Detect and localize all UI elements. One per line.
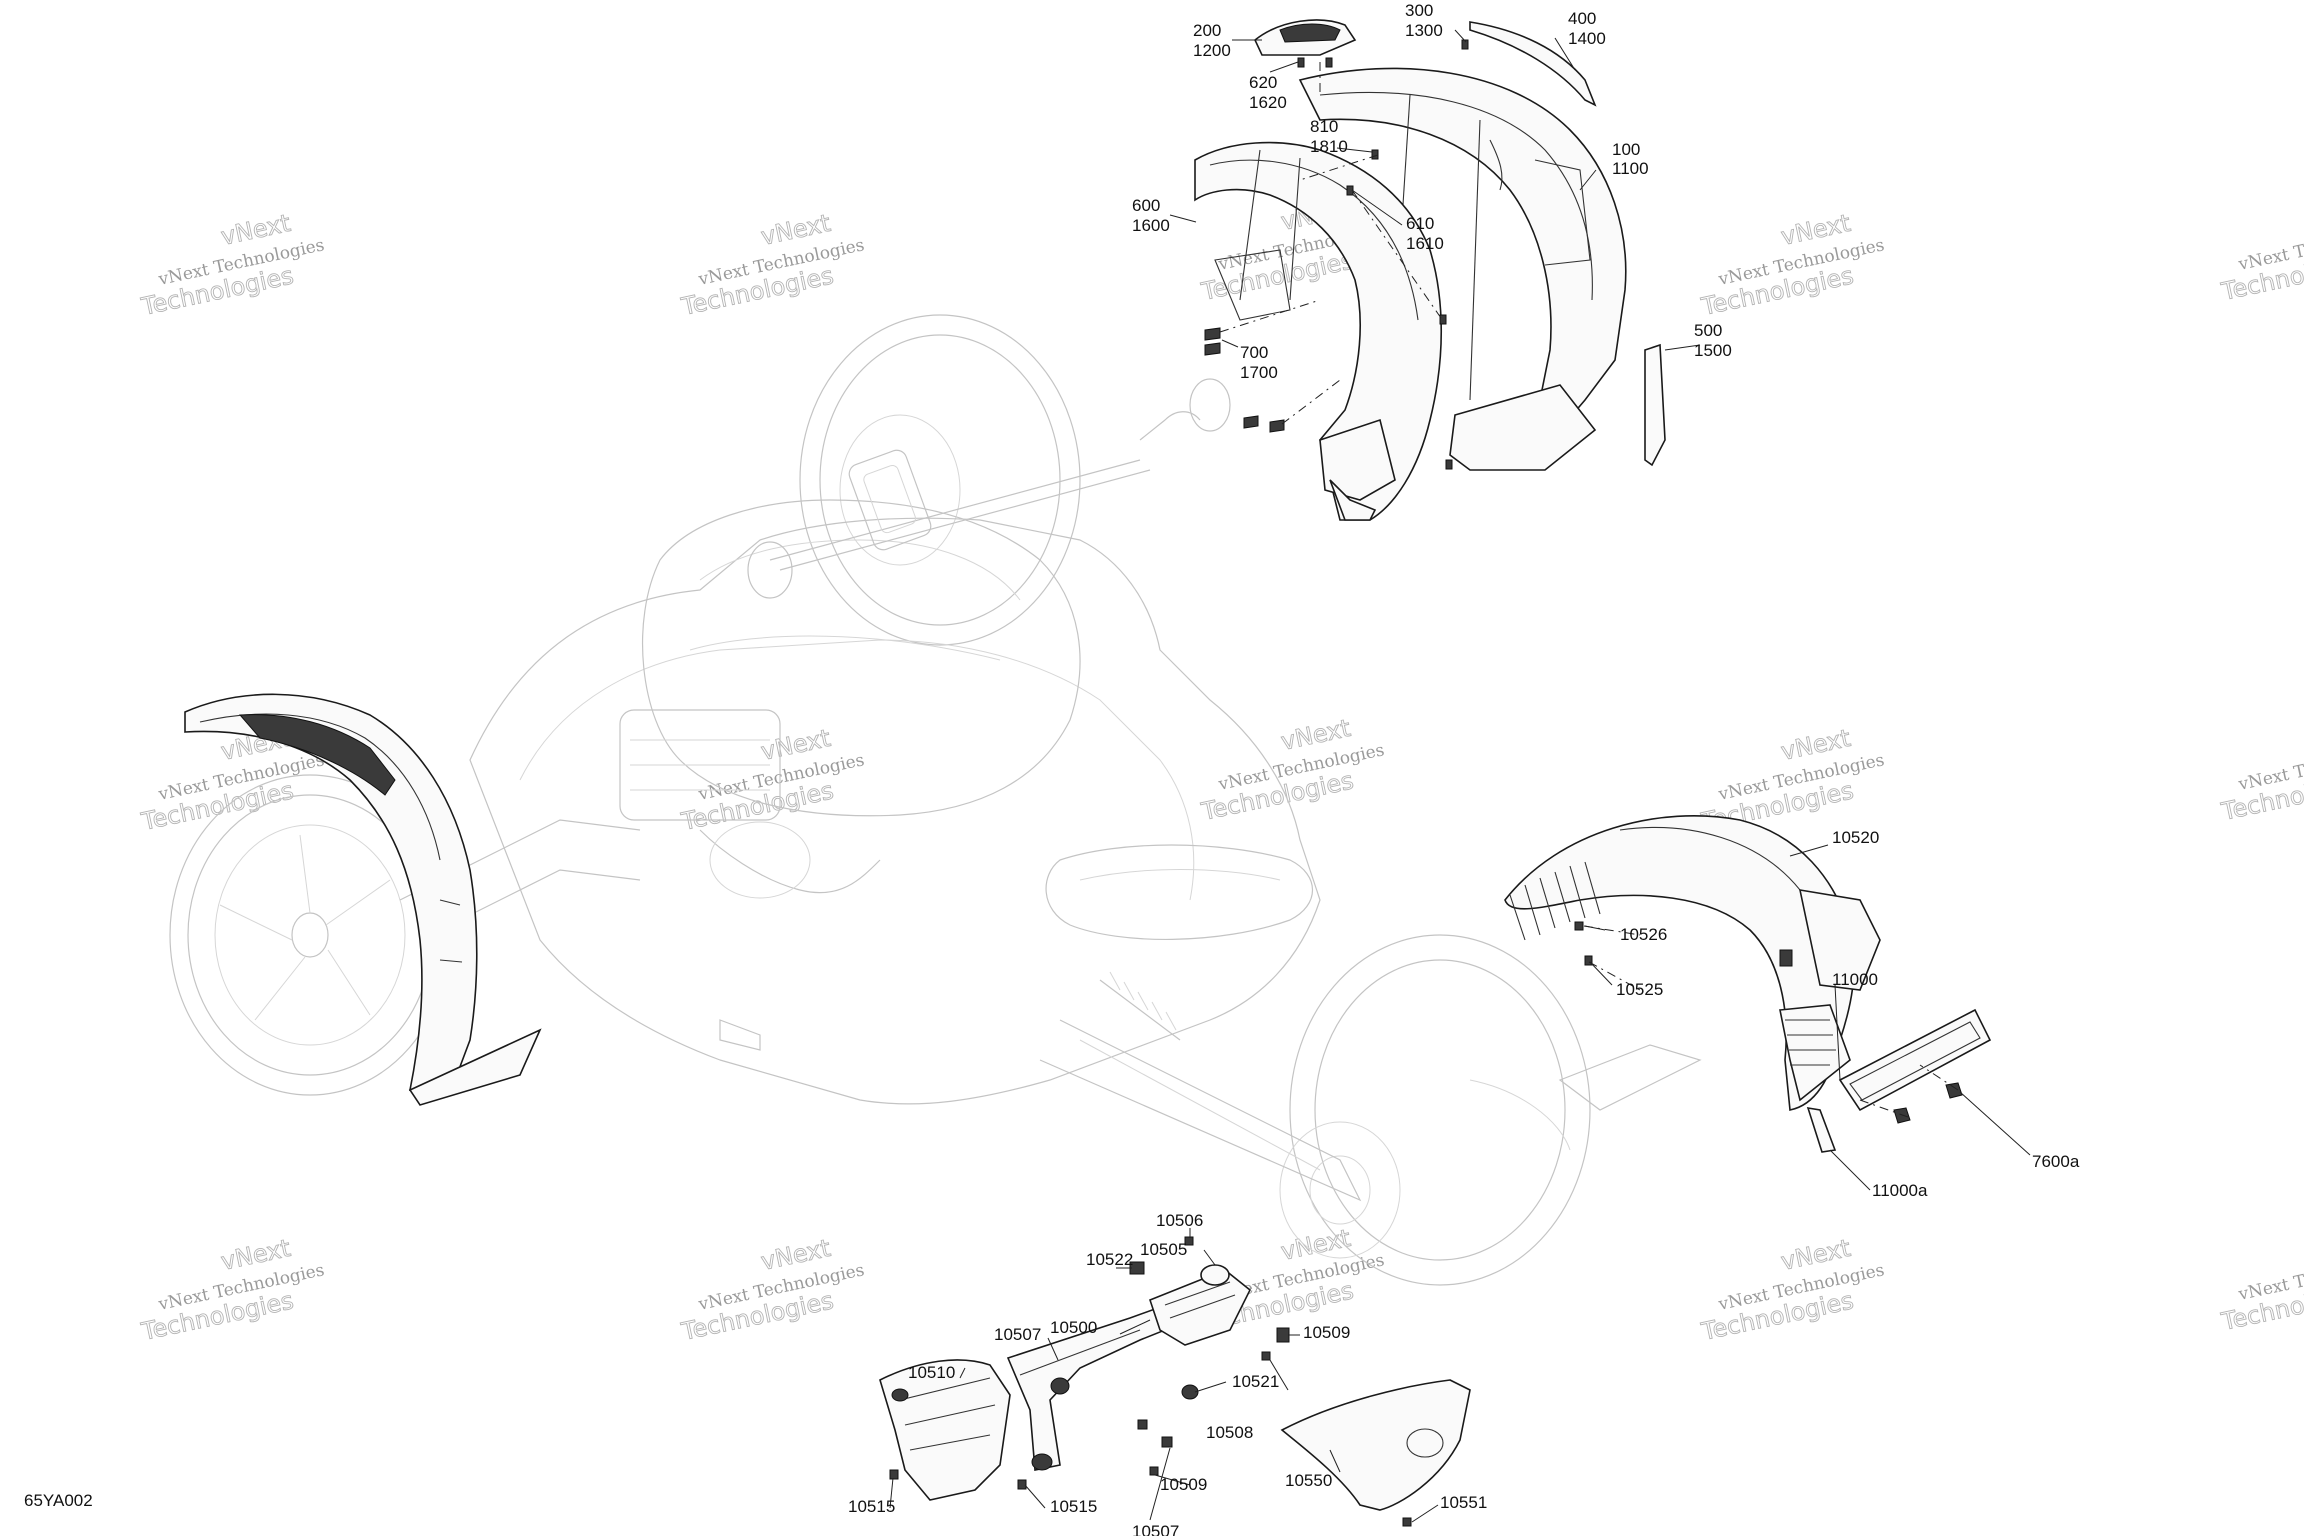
part-label-10508: 10508 bbox=[1206, 1423, 1253, 1442]
part-label-10505: 10505 bbox=[1140, 1240, 1187, 1259]
part-label-600: 600 bbox=[1132, 196, 1160, 215]
part-label-700: 700 bbox=[1240, 343, 1268, 362]
front-right-wheel bbox=[799, 314, 1081, 646]
leader-lines bbox=[889, 29, 2031, 1523]
front-left-fender-assembled bbox=[184, 693, 542, 1106]
part-label-1810: 1810 bbox=[1310, 137, 1348, 156]
rear-fender-exploded bbox=[1504, 815, 1992, 1153]
part-label-1620: 1620 bbox=[1249, 93, 1287, 112]
part-label-10510: 10510 bbox=[908, 1363, 955, 1382]
part-label-1600: 1600 bbox=[1132, 216, 1170, 235]
part-label-1400: 1400 bbox=[1568, 29, 1606, 48]
part-label-100: 100 bbox=[1612, 140, 1640, 159]
part-label-10551: 10551 bbox=[1440, 1493, 1487, 1512]
part-label-10550: 10550 bbox=[1285, 1471, 1332, 1490]
part-label-10520: 10520 bbox=[1832, 828, 1879, 847]
part-label-10507-lower: 10507 bbox=[1132, 1522, 1179, 1536]
part-label-11000a: 11000a bbox=[1872, 1181, 1928, 1200]
part-labels: 200 1200 620 1620 300 1300 400 1400 810 … bbox=[24, 1, 2080, 1536]
part-label-620: 620 bbox=[1249, 73, 1277, 92]
figure-code: 65YA002 bbox=[24, 1491, 93, 1510]
part-label-10521: 10521 bbox=[1232, 1372, 1279, 1391]
part-label-400: 400 bbox=[1568, 9, 1596, 28]
part-label-11000: 11000 bbox=[1832, 970, 1878, 989]
part-label-10509-upper: 10509 bbox=[1303, 1323, 1350, 1342]
part-label-10509-lower: 10509 bbox=[1160, 1475, 1207, 1494]
part-label-810: 810 bbox=[1310, 117, 1338, 136]
part-label-10515-left: 10515 bbox=[848, 1497, 895, 1516]
part-label-10500: 10500 bbox=[1050, 1318, 1097, 1337]
watermark-layer: vNext Technologies Technologies vNext vN… bbox=[138, 193, 2304, 1346]
part-label-1610: 1610 bbox=[1406, 234, 1444, 253]
part-label-10507-upper: 10507 bbox=[994, 1325, 1041, 1344]
part-label-1100: 1100 bbox=[1612, 159, 1649, 178]
part-label-1300: 1300 bbox=[1405, 21, 1443, 40]
part-label-10506: 10506 bbox=[1156, 1211, 1203, 1230]
ghost-vehicle bbox=[169, 314, 1702, 1286]
part-label-300: 300 bbox=[1405, 1, 1433, 20]
part-label-610: 610 bbox=[1406, 214, 1434, 233]
part-label-1500: 1500 bbox=[1694, 341, 1732, 360]
part-label-10525: 10525 bbox=[1616, 980, 1663, 999]
part-label-1200: 1200 bbox=[1193, 41, 1231, 60]
part-label-10515-right: 10515 bbox=[1050, 1497, 1097, 1516]
part-label-10522: 10522 bbox=[1086, 1250, 1133, 1269]
part-label-200: 200 bbox=[1193, 21, 1221, 40]
part-label-500: 500 bbox=[1694, 321, 1722, 340]
part-label-7600a: 7600a bbox=[2032, 1152, 2080, 1171]
front-fender-exploded bbox=[1194, 19, 1666, 521]
part-label-10526: 10526 bbox=[1620, 925, 1667, 944]
rear-wheel bbox=[1279, 934, 1591, 1286]
part-label-1700: 1700 bbox=[1240, 363, 1278, 382]
lower-bracket-exploded bbox=[879, 1236, 1471, 1527]
